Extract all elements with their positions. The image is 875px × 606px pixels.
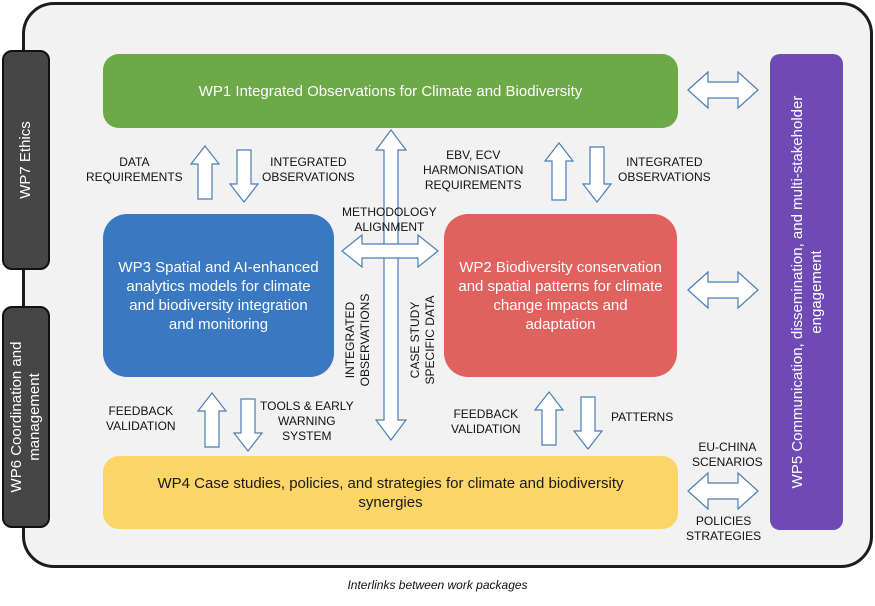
label-tools-early-warning: TOOLS & EARLY WARNING SYSTEM bbox=[260, 399, 354, 443]
label-case-study-data: CASE STUDY SPECIFIC DATA bbox=[408, 295, 437, 385]
arrow-tools-early-warning bbox=[232, 398, 264, 452]
arrow-wp4-wp5 bbox=[687, 471, 759, 511]
wp4-label: WP4 Case studies, policies, and strategi… bbox=[157, 474, 624, 511]
arrow-methodology-alignment bbox=[341, 233, 439, 269]
arrow-wp1-wp4-vertical bbox=[374, 129, 408, 441]
wp7-ethics-tab: WP7 Ethics bbox=[2, 50, 50, 270]
arrow-integrated-observations-left bbox=[228, 149, 260, 203]
arrow-wp2-wp5 bbox=[687, 270, 759, 310]
wp2-label: WP2 Biodiversity conservation and spatia… bbox=[458, 258, 663, 333]
label-integrated-observations-right: INTEGRATED OBSERVATIONS bbox=[618, 155, 711, 184]
wp6-coordination-tab: WP6 Coordination and management bbox=[2, 306, 50, 528]
label-feedback-validation-left: FEEDBACK VALIDATION bbox=[106, 404, 176, 433]
label-methodology-alignment: METHODOLOGY ALIGNMENT bbox=[342, 205, 437, 234]
figure-caption: Interlinks between work packages bbox=[347, 578, 528, 592]
arrow-integrated-observations-right bbox=[581, 146, 613, 203]
arrow-wp1-wp5 bbox=[687, 70, 759, 110]
arrow-feedback-validation-left bbox=[196, 392, 228, 448]
label-harmonisation-requirements: EBV, ECV HARMONISATION REQUIREMENTS bbox=[423, 148, 524, 192]
wp3-label: WP3 Spatial and AI-enhanced analytics mo… bbox=[118, 258, 319, 333]
wp3-box: WP3 Spatial and AI-enhanced analytics mo… bbox=[103, 214, 334, 377]
wp4-box: WP4 Case studies, policies, and strategi… bbox=[103, 456, 678, 529]
label-policies-strategies: POLICIES STRATEGIES bbox=[686, 514, 762, 543]
wp2-box: WP2 Biodiversity conservation and spatia… bbox=[444, 214, 677, 377]
label-feedback-validation-right: FEEDBACK VALIDATION bbox=[451, 407, 521, 436]
label-eu-china-scenarios: EU-CHINA SCENARIOS bbox=[692, 440, 763, 469]
label-integrated-observations-left: INTEGRATED OBSERVATIONS bbox=[262, 155, 355, 184]
arrow-harmonisation-requirements bbox=[543, 142, 575, 201]
label-integrated-observations-vertical: INTEGRATED OBSERVATIONS bbox=[343, 293, 372, 387]
wp1-label: WP1 Integrated Observations for Climate … bbox=[198, 82, 583, 100]
arrow-patterns bbox=[572, 396, 604, 450]
label-patterns: PATTERNS bbox=[611, 410, 674, 424]
arrow-data-requirements bbox=[189, 145, 221, 200]
wp1-box: WP1 Integrated Observations for Climate … bbox=[103, 54, 678, 128]
wp5-box: WP5 Communication, dissemination, and mu… bbox=[770, 54, 843, 530]
label-data-requirements: DATA REQUIREMENTS bbox=[86, 155, 183, 184]
arrow-feedback-validation-right bbox=[533, 391, 565, 446]
